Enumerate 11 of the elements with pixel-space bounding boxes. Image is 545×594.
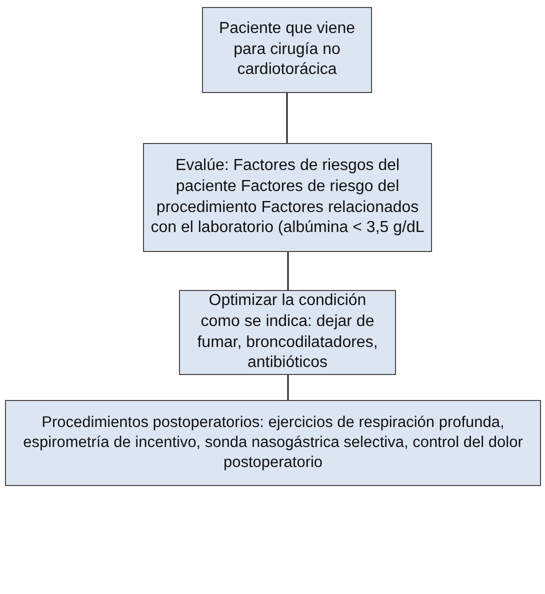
process-box xyxy=(202,7,372,93)
box-text: Evalúe: Factores de riesgos del paciente Factores de riesgo del procedimiento Factores relacionados con el laboratorio (albúmina < 3,5 g/dL xyxy=(150,156,426,238)
process-box xyxy=(143,143,432,252)
process-box xyxy=(5,400,541,486)
box-text: Optimizar la condición como se indica: dejar de fumar, broncodilatadores, antibióticos xyxy=(196,290,379,374)
connector-line xyxy=(286,93,288,143)
box-text: Procedimientos postoperatorios: ejercicios de respiración profunda, espirometría de incentivo, sonda nasogástrica selectiva, control del dolor postoperatorio xyxy=(22,412,524,474)
process-box xyxy=(179,290,396,375)
connector-line xyxy=(287,375,289,400)
connector-line xyxy=(287,252,289,290)
box-text: Paciente que viene para cirugía no cardiotorácica xyxy=(218,18,356,80)
